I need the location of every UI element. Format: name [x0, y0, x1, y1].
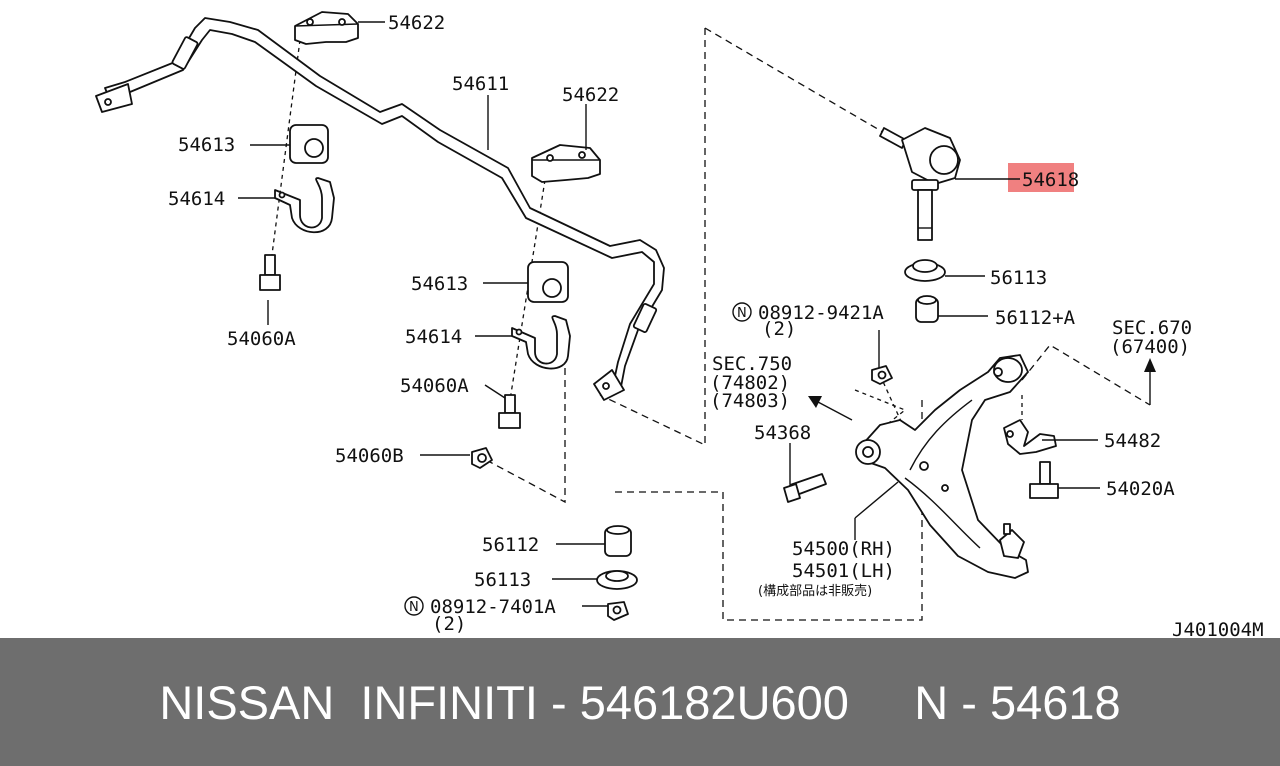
- label-54060a-left: 54060A: [227, 328, 296, 350]
- svg-text:N: N: [409, 600, 419, 615]
- label-56112: 56112: [482, 534, 539, 556]
- separator-1: -: [537, 675, 580, 729]
- nut-08912-7401a: [607, 601, 629, 621]
- label-54368: 54368: [754, 422, 811, 444]
- diagram-code: J401004M: [1172, 619, 1264, 638]
- ref-prefix: N: [914, 675, 949, 729]
- label-54618: 54618: [1022, 169, 1079, 191]
- label-08912-9421a-qty: (2): [762, 318, 796, 340]
- clamp-54482: [1003, 419, 1057, 455]
- label-54611: 54611: [452, 73, 509, 95]
- label-sec750: SEC.750: [712, 353, 792, 375]
- diagram-canvas: 54622 54611 54622 54613 54614 54060A 546…: [95, 11, 1264, 638]
- label-54060b: 54060B: [335, 445, 404, 467]
- bushing-56112a: [915, 295, 939, 323]
- label-note-jp: (構成部品は非販売): [758, 583, 872, 599]
- label-08912-7401a: 08912-7401A: [430, 596, 556, 618]
- part-number-banner: NISSAN INFINITI - 546182U600 N - 54618: [0, 638, 1280, 766]
- ref-number: 54618: [989, 675, 1121, 729]
- label-54622-top: 54622: [388, 12, 445, 34]
- clamp-54614-mid: [511, 315, 571, 370]
- stabilizer-link-54618: [879, 127, 1074, 241]
- label-sec670-ref: (67400): [1110, 336, 1190, 358]
- label-54613-left: 54613: [178, 134, 235, 156]
- label-56113-bottom: 56113: [474, 569, 531, 591]
- bracket-54622-mid: [531, 144, 601, 183]
- arrow-sec750: [808, 396, 853, 421]
- bolt-54060a-left: [259, 254, 281, 291]
- bolt-54060a-mid: [498, 394, 521, 429]
- label-08912-7401a-qty: (2): [432, 613, 466, 635]
- bracket-54622-top: [294, 11, 359, 45]
- nut-08912-9421a: [871, 365, 893, 385]
- label-54482: 54482: [1104, 430, 1161, 452]
- highlight-54618: [1008, 163, 1074, 192]
- label-54500: 54500(RH): [792, 538, 895, 560]
- stabilizer-bar: [95, 17, 665, 401]
- bushing-56112: [604, 525, 632, 557]
- brand-text: NISSAN INFINITI: [159, 675, 538, 729]
- gap: [849, 675, 914, 730]
- washer-56113-bottom: [596, 570, 638, 590]
- label-54501: 54501(LH): [792, 560, 895, 582]
- bushing-54613-mid: [527, 261, 569, 303]
- label-54614-left: 54614: [168, 188, 225, 210]
- bolt-54020a: [1029, 461, 1059, 499]
- separator-2: -: [948, 675, 990, 729]
- circle-n-9421a: N: [732, 302, 752, 322]
- label-54614-mid: 54614: [405, 326, 462, 348]
- nut-54060b: [471, 447, 493, 469]
- label-sec750-ref1: (74802): [710, 372, 790, 394]
- label-sec670: SEC.670: [1112, 317, 1192, 339]
- label-56113-top: 56113: [990, 267, 1047, 289]
- arrow-sec670: [1144, 358, 1156, 405]
- part-number: 546182U600: [579, 675, 849, 729]
- washer-56113-top: [904, 259, 946, 282]
- leader-lines: [238, 21, 1100, 607]
- label-54613-mid: 54613: [411, 273, 468, 295]
- svg-text:N: N: [737, 306, 747, 321]
- circle-n-7401a: N: [404, 596, 424, 616]
- clamp-54614-left: [274, 177, 335, 234]
- bushing-54613-left: [289, 124, 329, 164]
- bolt-54368: [783, 473, 827, 503]
- label-54622-mid: 54622: [562, 84, 619, 106]
- parts-diagram: 54622 54611 54622 54613 54614 54060A 546…: [95, 11, 1264, 638]
- part-labels: 54622 54611 54622 54613 54614 54060A 546…: [168, 12, 1264, 638]
- label-sec750-ref2: (74803): [710, 390, 790, 412]
- label-08912-9421a: 08912-9421A: [758, 302, 884, 324]
- label-54060a-mid: 54060A: [400, 375, 469, 397]
- lower-control-arm: [855, 354, 1029, 579]
- label-56112a: 56112+A: [995, 307, 1076, 329]
- label-54020a: 54020A: [1106, 478, 1175, 500]
